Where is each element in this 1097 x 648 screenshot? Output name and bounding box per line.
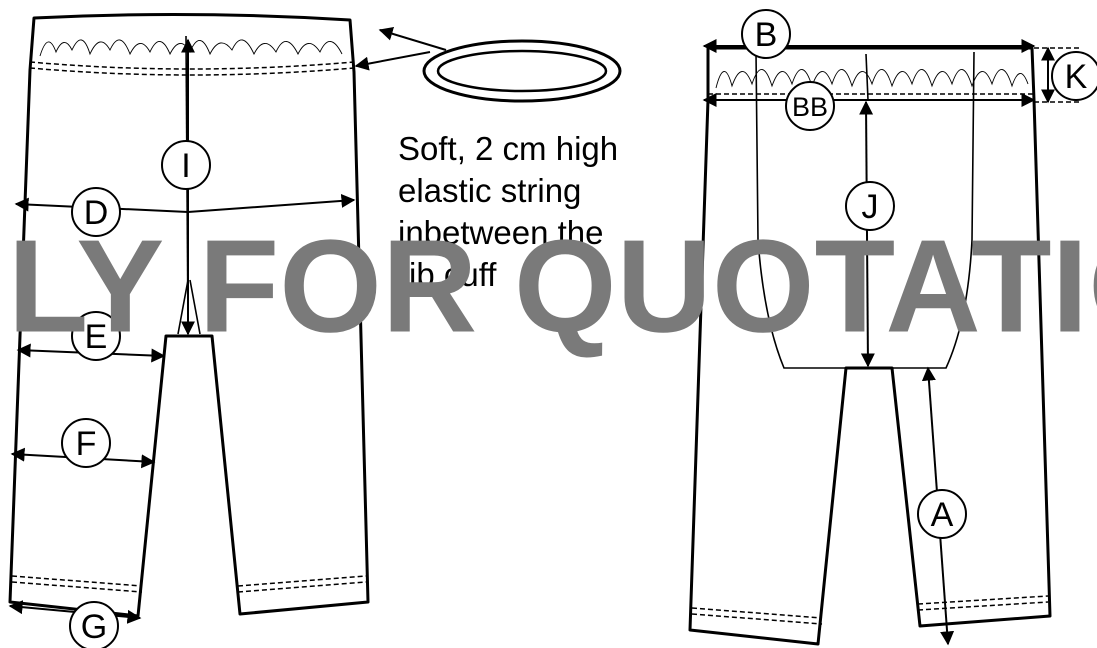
svg-text:A: A (931, 496, 954, 534)
front-left-hem-seam-2 (11, 581, 143, 593)
elastic-pointer-arrow-2 (354, 51, 431, 71)
elastic-ring-inner (436, 49, 608, 93)
label-F: F (61, 418, 111, 468)
back-left-hem-seam (691, 607, 823, 619)
label-E: E (71, 311, 121, 361)
front-left-hem-seam (11, 575, 143, 587)
label-I: I (161, 140, 211, 190)
back-right-hem-seam-2 (917, 601, 1049, 611)
label-J: J (845, 181, 895, 231)
svg-text:D: D (84, 194, 109, 232)
back-right-hem-seam (917, 595, 1049, 605)
dim-line-J (859, 100, 875, 368)
front-view-pants: I D E F G (8, 12, 370, 648)
back-seat-seam (755, 51, 975, 369)
elastic-string-callout: Soft, 2 cm high elastic string inbetween… (354, 26, 622, 293)
note-line-4: rib cuff (398, 256, 497, 293)
svg-text:E: E (85, 318, 108, 356)
label-BB: BB (785, 81, 835, 131)
front-right-hem-seam-2 (237, 581, 367, 593)
svg-text:BB: BB (792, 92, 828, 122)
back-center-line (865, 53, 869, 101)
svg-text:I: I (181, 147, 190, 185)
label-B: B (741, 9, 791, 59)
back-left-hem-seam-2 (691, 613, 823, 625)
elastic-pointer-arrow-1 (378, 26, 447, 51)
watermark-text: ONLY FOR QUOTATION (0, 213, 1097, 360)
label-K: K (1051, 51, 1097, 101)
back-rib-texture (715, 69, 1029, 89)
svg-text:F: F (76, 425, 97, 463)
svg-text:K: K (1065, 58, 1088, 96)
watermark: ONLY FOR QUOTATION (0, 213, 1097, 360)
label-A: A (917, 489, 967, 539)
note-line-1: Soft, 2 cm high (398, 130, 618, 167)
svg-text:J: J (862, 188, 879, 226)
front-right-hem-seam (237, 575, 367, 587)
front-rib-texture (39, 39, 343, 57)
label-D: D (71, 187, 121, 237)
svg-text:G: G (81, 608, 107, 646)
label-G: G (69, 601, 119, 648)
note-line-3: inbetween the (398, 214, 604, 251)
back-view-pants: B BB J K A (688, 9, 1097, 646)
svg-text:B: B (755, 16, 778, 54)
note-line-2: elastic string (398, 172, 581, 209)
